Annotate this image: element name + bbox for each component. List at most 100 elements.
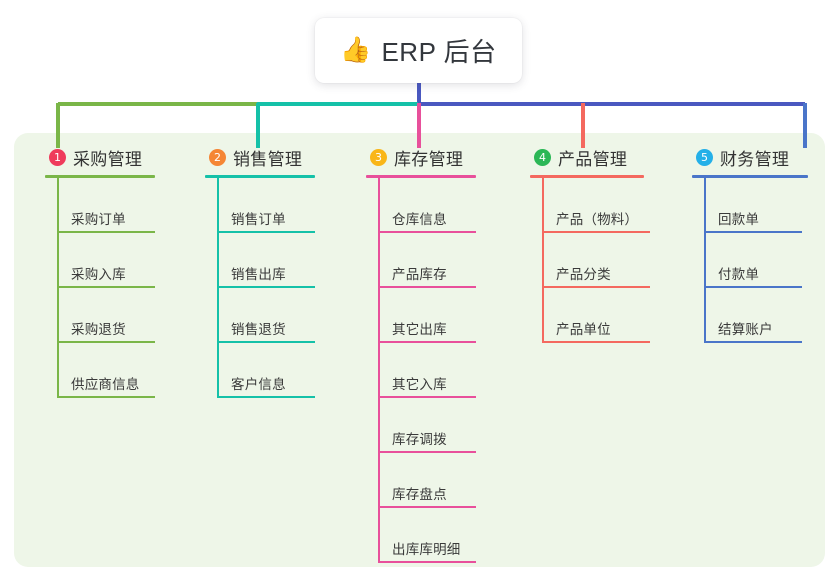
list-item-label: 客户信息 — [231, 377, 286, 392]
branch-underline — [205, 175, 315, 178]
branch-title: 库存管理 — [394, 149, 464, 169]
list-item-label: 销售退货 — [231, 322, 286, 337]
branch-title: 产品管理 — [558, 149, 628, 169]
list-item[interactable]: 库存盘点 — [378, 453, 526, 508]
list-item-underline — [57, 396, 155, 398]
list-item-underline — [57, 231, 155, 233]
list-item-label: 销售出库 — [231, 267, 286, 282]
list-item[interactable]: 仓库信息 — [378, 178, 526, 233]
branch-5: 5 财务管理回款单付款单结算账户 — [692, 145, 839, 343]
branch-spine — [57, 178, 59, 398]
branch-title: 销售管理 — [233, 149, 303, 169]
list-item-underline — [378, 286, 476, 288]
list-item[interactable]: 结算账户 — [704, 288, 839, 343]
list-item[interactable]: 其它入库 — [378, 343, 526, 398]
list-item[interactable]: 产品分类 — [542, 233, 690, 288]
list-item[interactable]: 其它出库 — [378, 288, 526, 343]
branch-header-3[interactable]: 3 库存管理 — [366, 145, 526, 169]
list-item-underline — [378, 561, 476, 563]
branch-2: 2 销售管理销售订单销售出库销售退货客户信息 — [205, 145, 365, 398]
branch-header-4[interactable]: 4 产品管理 — [530, 145, 690, 169]
list-item-underline — [378, 396, 476, 398]
list-item[interactable]: 产品（物料） — [542, 178, 690, 233]
list-item-underline — [57, 341, 155, 343]
branch-1: 1 采购管理采购订单采购入库采购退货供应商信息 — [45, 145, 205, 398]
list-item[interactable]: 销售出库 — [217, 233, 365, 288]
list-item-label: 其它入库 — [392, 377, 447, 392]
branch-number-badge: 2 — [209, 148, 226, 166]
branch-items: 采购订单采购入库采购退货供应商信息 — [45, 178, 205, 398]
branch-items: 销售订单销售出库销售退货客户信息 — [205, 178, 365, 398]
list-item-label: 产品（物料） — [556, 212, 639, 227]
list-item-underline — [542, 286, 650, 288]
root-node[interactable]: 👍 ERP 后台 — [315, 18, 522, 83]
list-item-label: 产品单位 — [556, 322, 611, 337]
list-item-underline — [704, 286, 802, 288]
list-item[interactable]: 采购退货 — [57, 288, 205, 343]
list-item[interactable]: 供应商信息 — [57, 343, 205, 398]
list-item[interactable]: 采购入库 — [57, 233, 205, 288]
list-item-label: 产品分类 — [556, 267, 611, 282]
branch-header-5[interactable]: 5 财务管理 — [692, 145, 839, 169]
branch-header-1[interactable]: 1 采购管理 — [45, 145, 205, 169]
branch-number-badge: 4 — [534, 148, 551, 166]
list-item[interactable]: 销售订单 — [217, 178, 365, 233]
list-item-label: 采购入库 — [71, 267, 126, 282]
branch-items: 仓库信息产品库存其它出库其它入库库存调拨库存盘点出库库明细 — [366, 178, 526, 563]
list-item-underline — [378, 506, 476, 508]
list-item-underline — [378, 231, 476, 233]
list-item-underline — [378, 341, 476, 343]
list-item[interactable]: 付款单 — [704, 233, 839, 288]
list-item[interactable]: 产品单位 — [542, 288, 690, 343]
branch-number-badge: 5 — [696, 148, 713, 166]
branch-3: 3 库存管理仓库信息产品库存其它出库其它入库库存调拨库存盘点出库库明细 — [366, 145, 526, 563]
list-item-label: 结算账户 — [718, 322, 773, 337]
list-item-label: 供应商信息 — [71, 377, 140, 392]
list-item-label: 产品库存 — [392, 267, 447, 282]
list-item-label: 库存调拨 — [392, 432, 447, 447]
branch-underline — [366, 175, 476, 178]
list-item-underline — [217, 396, 315, 398]
list-item-underline — [542, 231, 650, 233]
branch-spine — [542, 178, 544, 343]
list-item[interactable]: 采购订单 — [57, 178, 205, 233]
list-item[interactable]: 客户信息 — [217, 343, 365, 398]
branch-header-2[interactable]: 2 销售管理 — [205, 145, 365, 169]
branch-spine — [704, 178, 706, 343]
branch-number-badge: 3 — [370, 148, 387, 166]
list-item-label: 回款单 — [718, 212, 760, 227]
list-item[interactable]: 出库库明细 — [378, 508, 526, 563]
branch-title: 财务管理 — [720, 149, 790, 169]
list-item-underline — [704, 341, 802, 343]
branch-spine — [378, 178, 380, 563]
list-item-underline — [217, 341, 315, 343]
list-item[interactable]: 库存调拨 — [378, 398, 526, 453]
list-item-underline — [704, 231, 802, 233]
list-item-label: 库存盘点 — [392, 487, 447, 502]
list-item-label: 采购退货 — [71, 322, 126, 337]
root-title: ERP 后台 — [381, 37, 497, 67]
thumbs-up-icon: 👍 — [340, 36, 372, 64]
list-item-underline — [217, 231, 315, 233]
list-item-label: 采购订单 — [71, 212, 126, 227]
list-item-label: 其它出库 — [392, 322, 447, 337]
branch-underline — [45, 175, 155, 178]
list-item[interactable]: 销售退货 — [217, 288, 365, 343]
list-item-label: 付款单 — [718, 267, 760, 282]
list-item[interactable]: 回款单 — [704, 178, 839, 233]
list-item-label: 仓库信息 — [392, 212, 447, 227]
branch-items: 回款单付款单结算账户 — [692, 178, 839, 343]
list-item-underline — [57, 286, 155, 288]
branch-title: 采购管理 — [73, 149, 143, 169]
branch-underline — [692, 175, 808, 178]
list-item-label: 出库库明细 — [392, 542, 461, 557]
list-item[interactable]: 产品库存 — [378, 233, 526, 288]
branch-underline — [530, 175, 644, 178]
branch-spine — [217, 178, 219, 398]
branch-number-badge: 1 — [49, 148, 66, 166]
branch-items: 产品（物料） 产品分类产品单位 — [530, 178, 690, 343]
branch-4: 4 产品管理产品（物料） 产品分类产品单位 — [530, 145, 690, 343]
list-item-underline — [378, 451, 476, 453]
branches-panel — [14, 133, 825, 567]
